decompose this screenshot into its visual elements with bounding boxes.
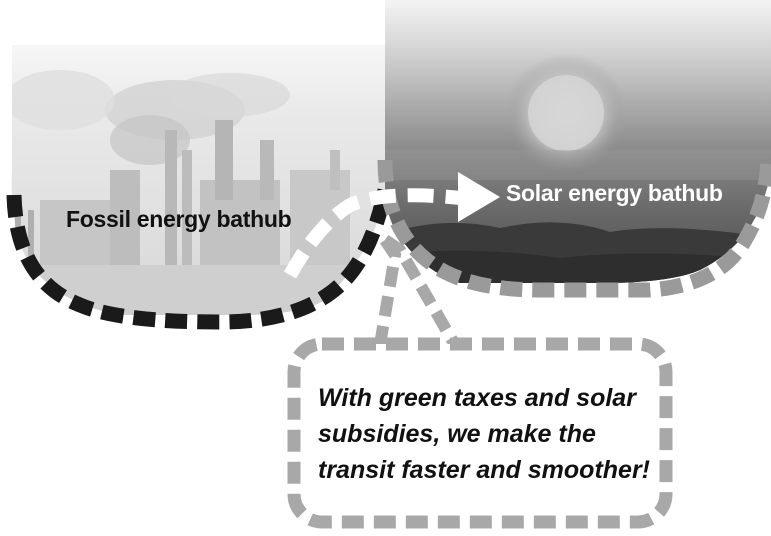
transfer-arrow (283, 188, 461, 279)
callout-text: With green taxes and solar subsidies, we… (318, 380, 651, 488)
transfer-arrow-head (458, 172, 500, 222)
callout-line: subsidies, we make the (318, 420, 596, 448)
solar-sunset-image (385, 0, 771, 283)
solar-tub-label: Solar energy bathub (506, 180, 723, 206)
fossil-bathtub-outline (6, 188, 393, 330)
callout-line: With green taxes and solar (318, 384, 636, 412)
fossil-industry-image (11, 45, 385, 315)
fossil-tub-label: Fossil energy bathub (66, 206, 292, 232)
solar-bathtub-outline (377, 159, 771, 298)
callout-line: transit faster and smoother! (318, 456, 651, 484)
callout-box (287, 337, 673, 529)
callout-pointer (374, 235, 461, 349)
